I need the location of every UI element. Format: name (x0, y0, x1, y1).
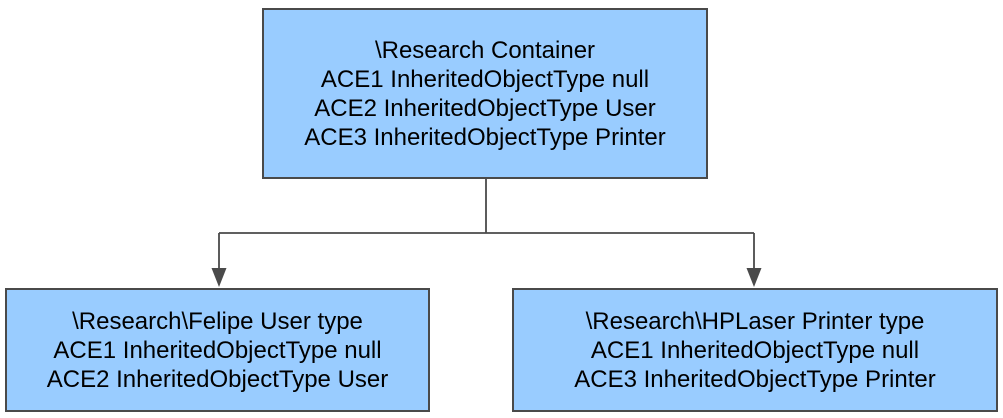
node-text-line: ACE1 InheritedObjectType null (320, 65, 650, 93)
arrowhead-down-right-icon (746, 268, 762, 287)
node-hplaser-printer: \Research\HPLaser Printer type ACE1 Inhe… (512, 288, 998, 412)
node-text-line: ACE1 InheritedObjectType null (53, 336, 382, 364)
node-text-line: ACE1 InheritedObjectType null (590, 336, 920, 364)
node-research-container: \Research Container ACE1 InheritedObject… (262, 8, 708, 179)
node-text-line: ACE2 InheritedObjectType User (46, 365, 389, 393)
node-text-line: \Research\Felipe User type (72, 307, 363, 335)
node-text-line: ACE3 InheritedObjectType Printer (574, 365, 936, 393)
node-text-line: \Research\HPLaser Printer type (585, 307, 925, 335)
node-text-line: ACE3 InheritedObjectType Printer (304, 123, 666, 151)
arrowhead-down-left-icon (211, 268, 227, 287)
node-text-line: ACE2 InheritedObjectType User (314, 94, 656, 122)
node-text-line: \Research Container (374, 36, 596, 64)
node-felipe-user: \Research\Felipe User type ACE1 Inherite… (5, 288, 430, 412)
